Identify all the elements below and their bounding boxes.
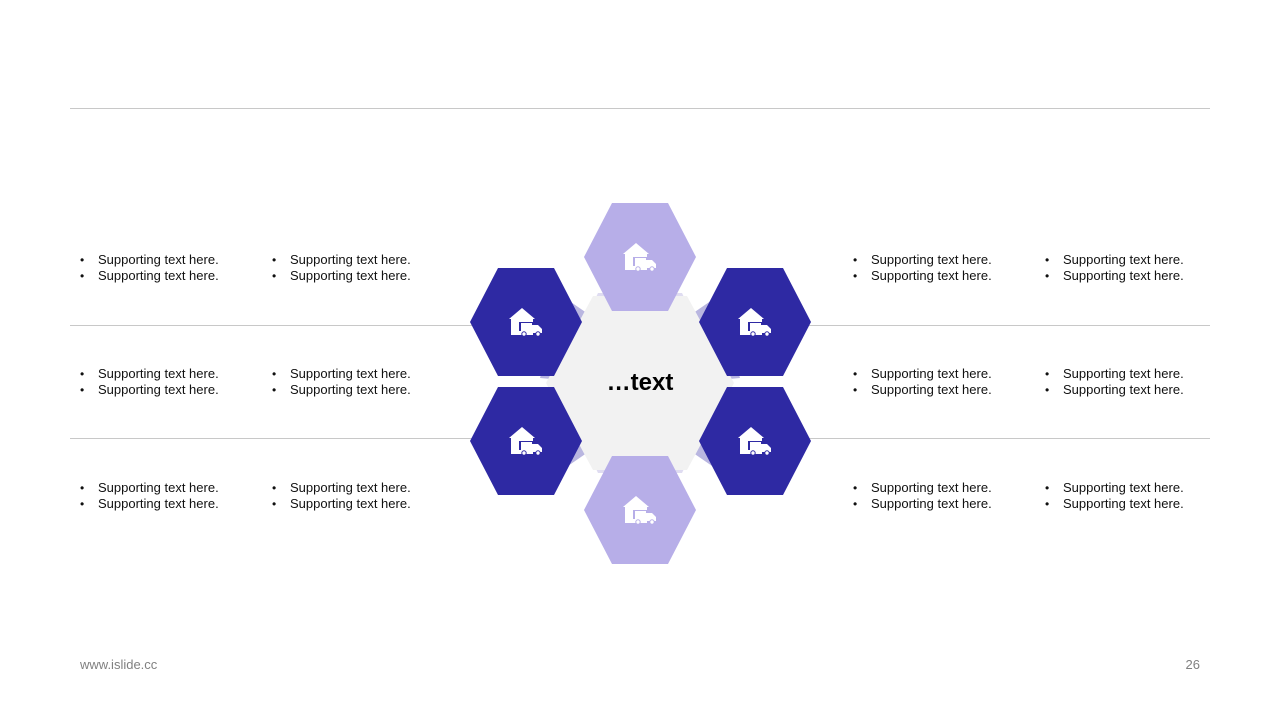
- warehouse-truck-icon: [738, 308, 771, 337]
- footer-website: www.islide.cc: [80, 657, 158, 672]
- hexagon-node-upper-left: [470, 268, 582, 376]
- bullet-list: Supporting text here. Supporting text he…: [272, 366, 442, 398]
- bullet-list: Supporting text here. Supporting text he…: [80, 480, 250, 512]
- bullet-item: Supporting text here.: [272, 496, 442, 512]
- bullet-list: Supporting text here. Supporting text he…: [80, 252, 250, 284]
- bullet-item: Supporting text here.: [80, 252, 250, 268]
- bullet-item: Supporting text here.: [853, 382, 1023, 398]
- bullet-item: Supporting text here.: [853, 268, 1023, 284]
- hexagon-node-bottom: [584, 456, 696, 564]
- bullet-item: Supporting text here.: [1045, 496, 1215, 512]
- bullet-item: Supporting text here.: [80, 268, 250, 284]
- bullet-list: Supporting text here. Supporting text he…: [853, 366, 1023, 398]
- bullet-item: Supporting text here.: [1045, 268, 1215, 284]
- bullet-item: Supporting text here.: [80, 382, 250, 398]
- bullet-list: Supporting text here. Supporting text he…: [853, 480, 1023, 512]
- bullet-item: Supporting text here.: [853, 366, 1023, 382]
- bullet-item: Supporting text here.: [80, 496, 250, 512]
- bullet-item: Supporting text here.: [272, 366, 442, 382]
- bullet-item: Supporting text here.: [80, 366, 250, 382]
- warehouse-truck-icon: [509, 308, 542, 337]
- bullet-item: Supporting text here.: [272, 382, 442, 398]
- bullet-list: Supporting text here. Supporting text he…: [272, 252, 442, 284]
- warehouse-truck-icon: [623, 243, 656, 272]
- bullet-item: Supporting text here.: [853, 252, 1023, 268]
- warehouse-truck-icon: [738, 427, 771, 456]
- bullet-list: Supporting text here. Supporting text he…: [1045, 480, 1215, 512]
- center-label: …text: [606, 369, 674, 396]
- warehouse-truck-icon: [509, 427, 542, 456]
- warehouse-truck-icon: [623, 496, 656, 525]
- hexagon-node-top: [584, 203, 696, 311]
- center-hexagon: [546, 296, 734, 470]
- bullet-item: Supporting text here.: [80, 480, 250, 496]
- bullet-item: Supporting text here.: [1045, 252, 1215, 268]
- bullet-item: Supporting text here.: [1045, 366, 1215, 382]
- bullet-list: Supporting text here. Supporting text he…: [80, 366, 250, 398]
- bullet-item: Supporting text here.: [853, 480, 1023, 496]
- hexagon-node-lower-right: [699, 387, 811, 495]
- bullet-item: Supporting text here.: [272, 252, 442, 268]
- bullet-list: Supporting text here. Supporting text he…: [272, 480, 442, 512]
- bullet-item: Supporting text here.: [1045, 382, 1215, 398]
- top-rule: [70, 108, 1210, 109]
- bullet-item: Supporting text here.: [272, 480, 442, 496]
- bullet-item: Supporting text here.: [1045, 480, 1215, 496]
- bullet-list: Supporting text here. Supporting text he…: [1045, 366, 1215, 398]
- page-number: 26: [1185, 657, 1200, 672]
- bullet-list: Supporting text here. Supporting text he…: [1045, 252, 1215, 284]
- bullet-item: Supporting text here.: [272, 268, 442, 284]
- bullet-item: Supporting text here.: [853, 496, 1023, 512]
- hexagon-node-lower-left: [470, 387, 582, 495]
- bullet-list: Supporting text here. Supporting text he…: [853, 252, 1023, 284]
- node-layer: [470, 203, 811, 564]
- hexagon-node-upper-right: [699, 268, 811, 376]
